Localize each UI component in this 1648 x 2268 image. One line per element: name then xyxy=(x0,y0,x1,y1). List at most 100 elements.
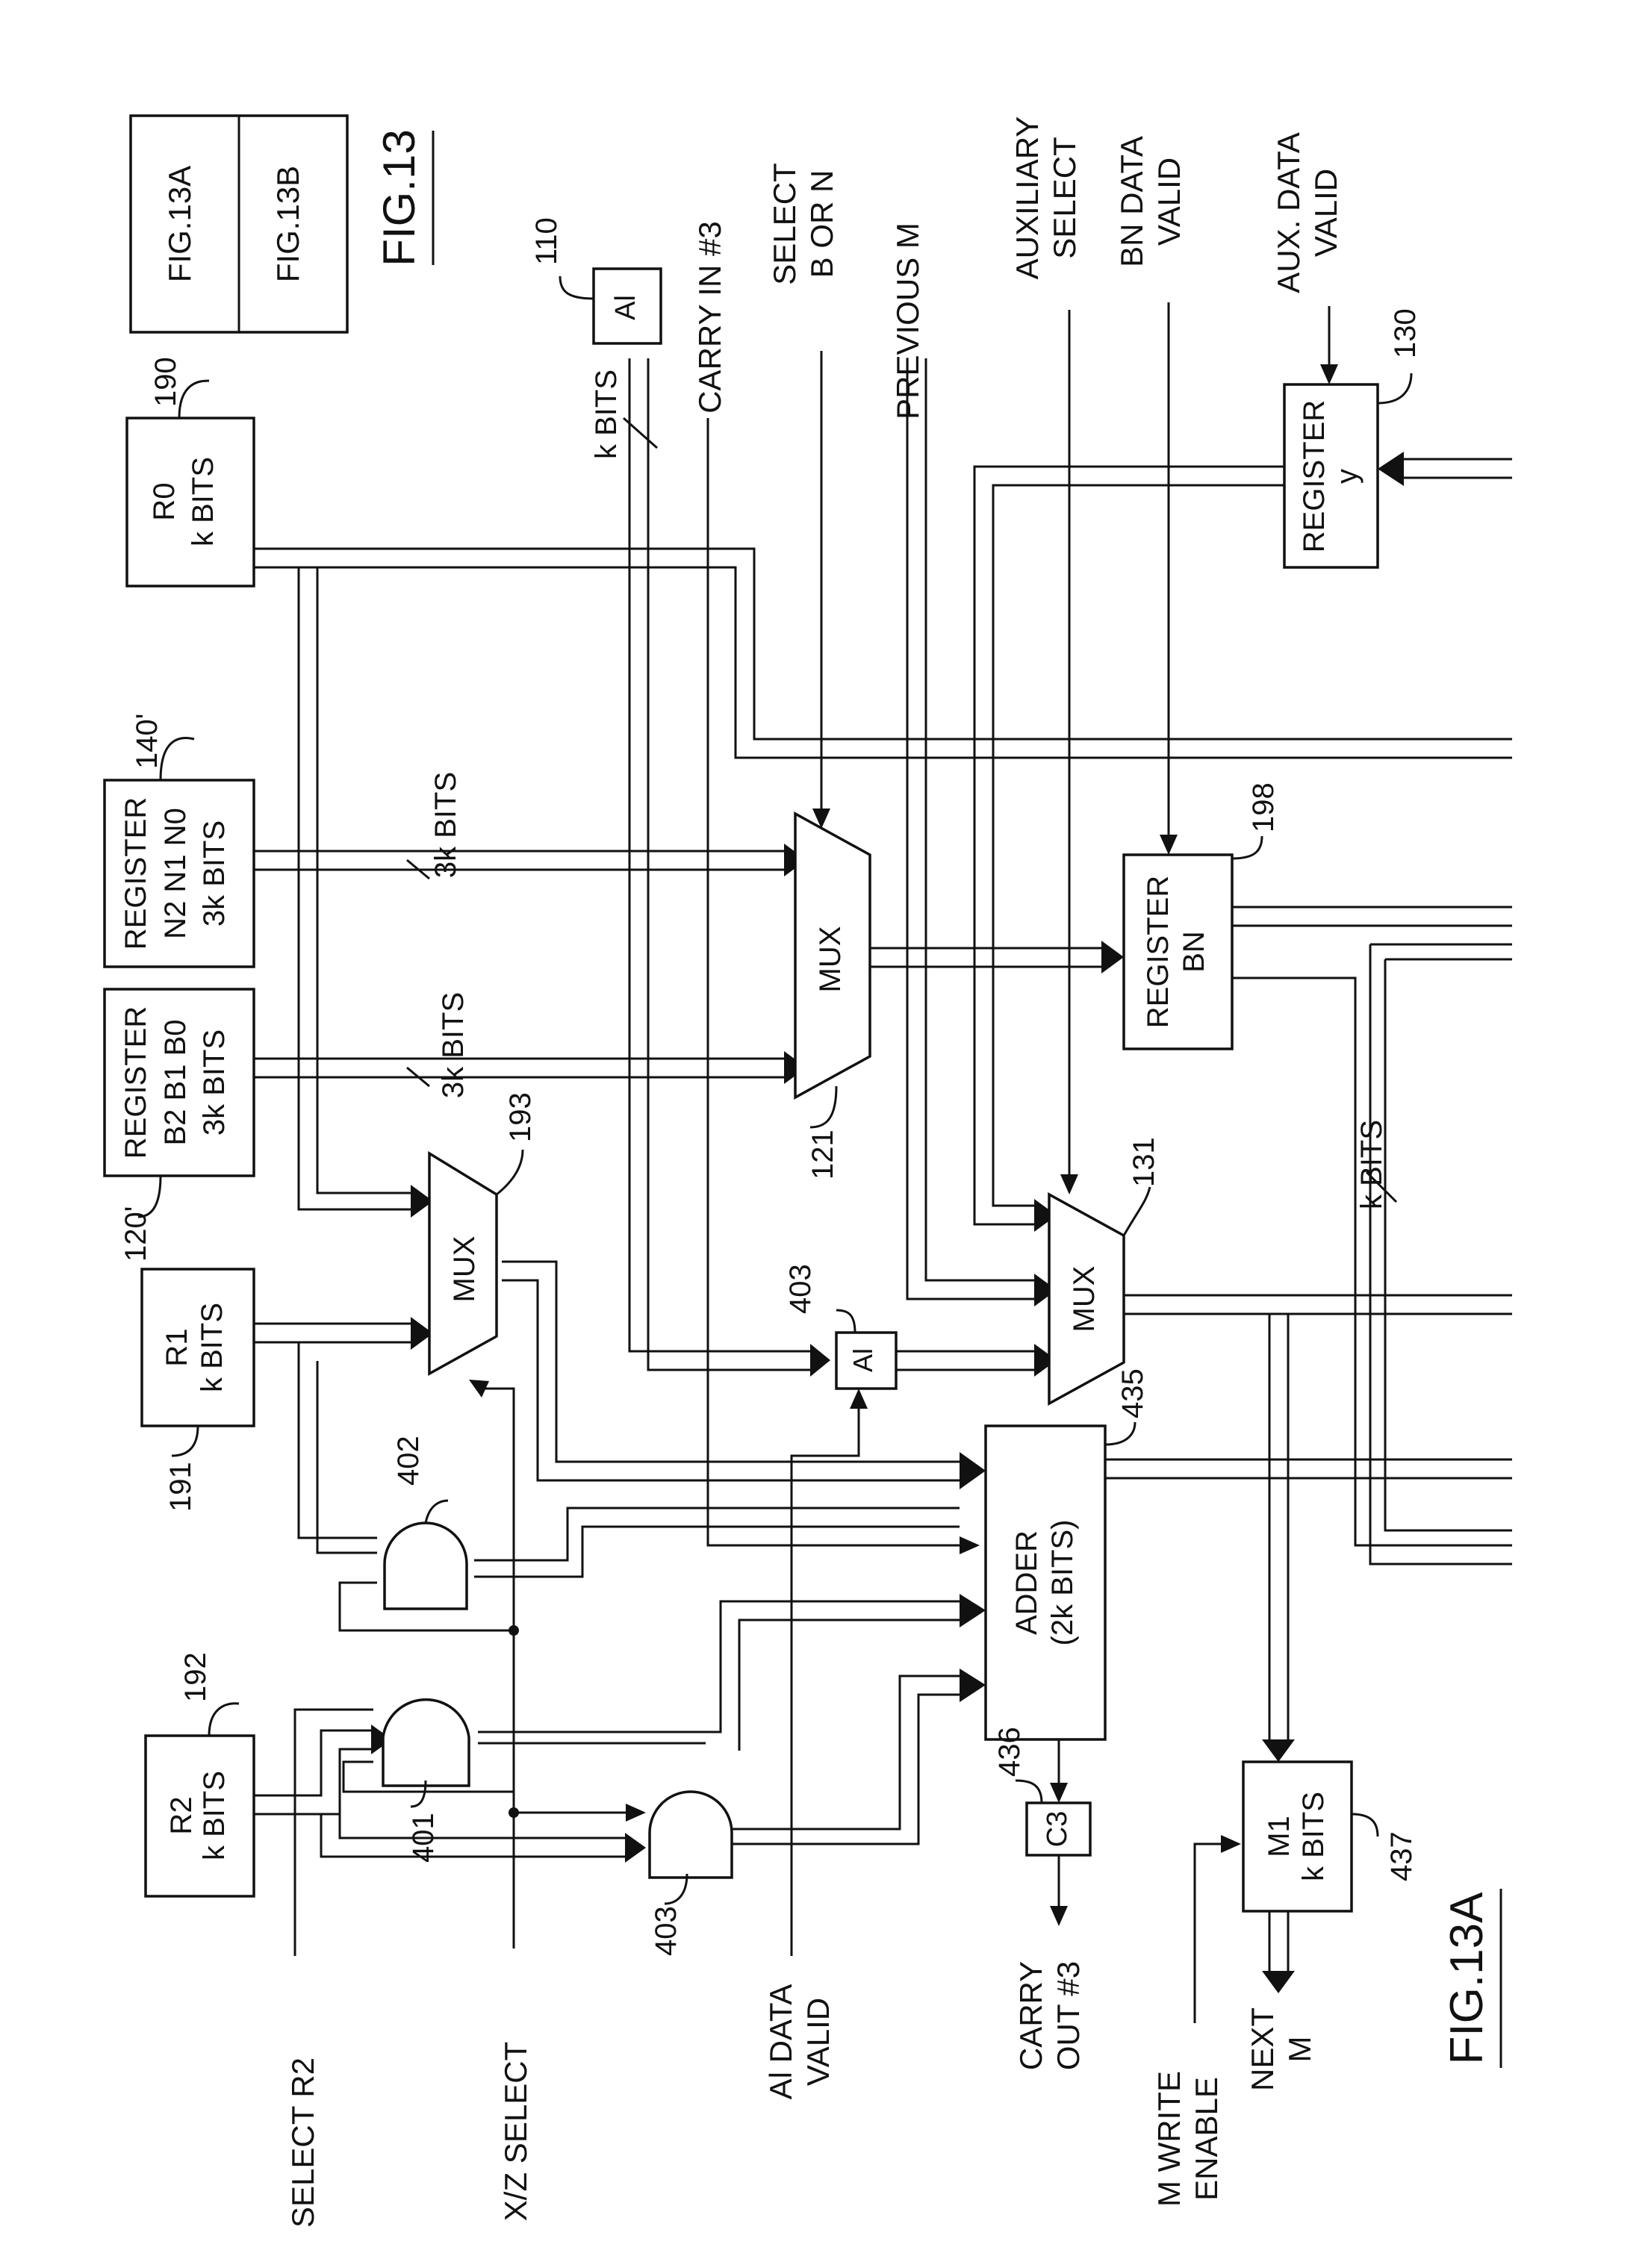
reg-n-line1: REGISTER xyxy=(119,797,152,950)
m-write-arrow xyxy=(1221,1835,1241,1853)
sheet-key-top: FIG.13A xyxy=(162,166,197,282)
gate402-ref-leader xyxy=(426,1501,448,1523)
ai-bus-label: k BITS xyxy=(590,370,623,459)
r2-ref-leader xyxy=(209,1704,239,1736)
c3-ref: 436 xyxy=(993,1727,1026,1777)
mux193-label: MUX xyxy=(448,1236,481,1303)
reg-n-line2: N2 N1 N0 xyxy=(159,808,192,939)
mux131-ref-leader xyxy=(1124,1187,1150,1236)
gate403-out-b xyxy=(732,1695,960,1844)
mux121-out-arrow xyxy=(1101,941,1124,973)
adder xyxy=(986,1426,1105,1739)
r1-line1: R1 xyxy=(161,1328,193,1366)
sheet-key-bottom: FIG.13B xyxy=(270,166,305,282)
aux-valid-arrow xyxy=(1320,364,1338,384)
xz-gate403-arrow xyxy=(626,1804,646,1822)
previous-m-label: PREVIOUS M xyxy=(890,222,925,420)
right-bus-label: k BITS xyxy=(1355,1120,1388,1209)
r2-to-gate403-b xyxy=(340,1814,627,1838)
xz-select-line xyxy=(484,1389,514,1948)
gate401-ref: 401 xyxy=(407,1813,440,1863)
gate403-out-arrow xyxy=(960,1669,986,1702)
aux-bus-arrow xyxy=(1378,452,1404,486)
ai403-label: Al xyxy=(848,1348,878,1372)
y-bus-a xyxy=(974,467,1284,1224)
m-write-line xyxy=(1195,1844,1225,2023)
r0-line1: R0 xyxy=(148,482,181,520)
b-bus-label: 3k BITS xyxy=(437,992,470,1098)
mux131-ref: 131 xyxy=(1128,1137,1160,1187)
r2-ref: 192 xyxy=(179,1652,212,1702)
r0-bus-line-b xyxy=(254,567,1512,758)
prev-m-bus-b xyxy=(926,358,1038,1280)
m1-line2: k BITS xyxy=(1297,1792,1330,1881)
bn-down-c xyxy=(1385,959,1512,1530)
r2-line2: k BITS xyxy=(198,1771,231,1860)
reg-y-line2: y xyxy=(1331,469,1364,484)
gate403-out-a xyxy=(732,1676,960,1829)
reg-bn-line2: BN xyxy=(1178,931,1210,973)
ai403-ref-leader xyxy=(836,1310,855,1333)
reg-bn-line1: REGISTER xyxy=(1142,876,1175,1028)
part-title: FIG.13A xyxy=(1441,1892,1493,2065)
select-r2-line xyxy=(295,1710,373,1956)
mux193-ref: 193 xyxy=(504,1092,537,1142)
gate402-out-b xyxy=(474,1527,960,1577)
m1-ref: 437 xyxy=(1385,1831,1418,1881)
select-r2-label: SELECT R2 xyxy=(285,2057,320,2228)
carry-out-label-2: OUT #3 xyxy=(1051,1961,1086,2070)
sheet-title: FIG.13 xyxy=(374,129,424,266)
y-bus-b xyxy=(993,485,1284,1206)
ai-valid-arrow xyxy=(850,1389,868,1409)
aux-valid-label-1: AUX. DATA xyxy=(1271,132,1306,293)
select-bn-label-2: B OR N xyxy=(804,170,839,278)
ai110-ref: 110 xyxy=(530,217,563,265)
reg-y-ref: 130 xyxy=(1389,308,1422,358)
ai403-ref: 403 xyxy=(784,1264,817,1314)
bn-valid-label-1: BN DATA xyxy=(1114,136,1149,267)
adder-ref: 435 xyxy=(1116,1368,1149,1418)
r2-bus-b xyxy=(254,1749,373,1814)
adder-c3-arrow xyxy=(1050,1783,1068,1803)
carry-in-arrow xyxy=(960,1536,980,1554)
r0-ref-leader xyxy=(179,381,209,418)
reg-n-ref: 140' xyxy=(131,714,164,769)
carry-in-label: CARRY IN #3 xyxy=(692,221,727,414)
mux121-ref: 121 xyxy=(806,1130,839,1180)
reg-b-ref: 120' xyxy=(119,1206,152,1262)
r1-ref: 191 xyxy=(164,1462,197,1512)
mux193-out-arrow xyxy=(960,1452,986,1489)
r0-ref: 190 xyxy=(149,357,182,407)
mux131-label: MUX xyxy=(1068,1266,1101,1333)
adder-line1: ADDER xyxy=(1010,1530,1043,1635)
adder-line2: (2k BITS) xyxy=(1046,1520,1079,1646)
mux121-ref-leader xyxy=(810,1086,836,1127)
carry-out-arrow xyxy=(1050,1906,1068,1926)
and-gate-403 xyxy=(650,1792,732,1878)
aux-valid-label-2: VALID xyxy=(1308,169,1343,257)
aux-select-arrow xyxy=(1060,1174,1078,1194)
m-write-label-1: M WRITE xyxy=(1151,2071,1187,2207)
next-m-label-1: NEXT xyxy=(1245,2007,1280,2091)
reg-y-ref-leader xyxy=(1378,373,1411,403)
r1-to-gate402-b xyxy=(317,1361,377,1553)
ai-valid-line xyxy=(792,1407,859,1956)
reg-bn-ref: 198 xyxy=(1247,782,1280,832)
adder-ref-leader xyxy=(1105,1422,1135,1445)
r2-gate403-arrow xyxy=(625,1833,646,1863)
r1-ref-leader xyxy=(172,1426,198,1456)
gate402-ref: 402 xyxy=(392,1436,425,1486)
gate401-out-b xyxy=(739,1620,960,1751)
r2-line1: R2 xyxy=(165,1796,198,1834)
carry-out-label-1: CARRY xyxy=(1013,1961,1048,2070)
bn-valid-arrow xyxy=(1160,835,1178,855)
c3-ref-leader xyxy=(1016,1781,1042,1803)
reg-b-line2: B2 B1 B0 xyxy=(159,1019,192,1145)
gate403-ref: 403 xyxy=(650,1906,682,1956)
and-gate-401 xyxy=(383,1700,469,1786)
reg-y-line1: REGISTER xyxy=(1298,400,1331,552)
reg-b-line3: 3k BITS xyxy=(198,1029,231,1135)
r0-to-mux193-b xyxy=(317,567,414,1193)
